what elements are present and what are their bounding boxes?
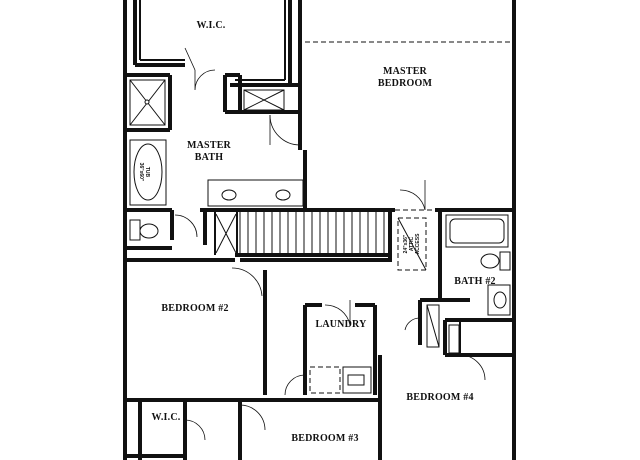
toilet-bath2 [480,253,500,269]
label-master-bedroom-2: BEDROOM [378,78,433,89]
label-wic-top: W.I.C. [197,20,226,31]
label-master-bath-1: MASTER [187,140,232,151]
doors [174,47,486,441]
toilet-master [139,223,159,239]
label-master-bath-2: BATH [195,152,223,163]
label-tub-1: TUB [144,167,150,178]
label-attic-3: ACCESS [415,233,421,255]
label-wic-bottom: W.I.C. [152,412,181,423]
label-bedroom-2: BEDROOM #2 [161,303,228,314]
label-attic-2: ATTIC [409,236,415,251]
label-laundry: LAUNDRY [315,319,367,330]
label-bedroom-3: BEDROOM #3 [291,433,358,444]
label-tub-2: 36"x60" [138,163,144,182]
label-bedroom-4: BEDROOM #4 [406,392,473,403]
stair [215,212,385,254]
label-attic-1: 24"x36" [403,234,409,253]
label-master-bedroom-1: MASTER [383,66,428,77]
walls [123,0,516,460]
label-bath-2: BATH #2 [454,276,496,287]
sink-right [275,189,291,201]
fixtures [129,79,511,394]
sink-bath2 [493,291,507,309]
sink-left [221,189,237,201]
room-labels: W.I.C. MASTER BEDROOM MASTER BATH BEDROO… [138,20,496,444]
dashed-lines [305,5,516,211]
